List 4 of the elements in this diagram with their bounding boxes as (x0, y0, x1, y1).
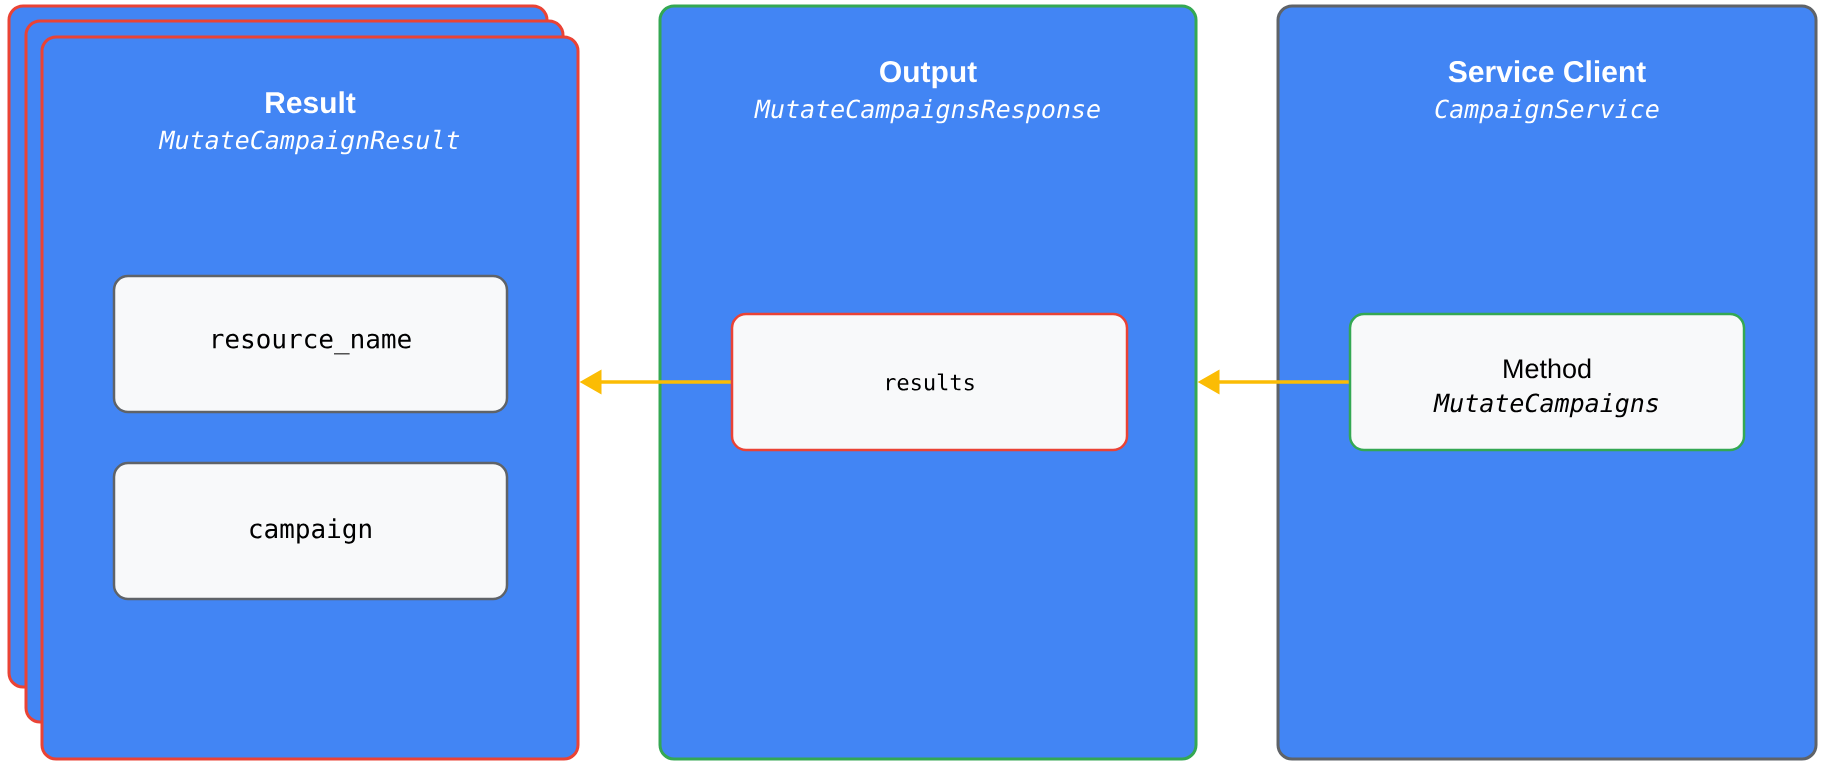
field-box: Method MutateCampaigns (1348, 312, 1746, 452)
field-box: results (730, 312, 1129, 452)
field-box: campaign (112, 461, 509, 601)
field-box: resource_name (112, 274, 509, 414)
